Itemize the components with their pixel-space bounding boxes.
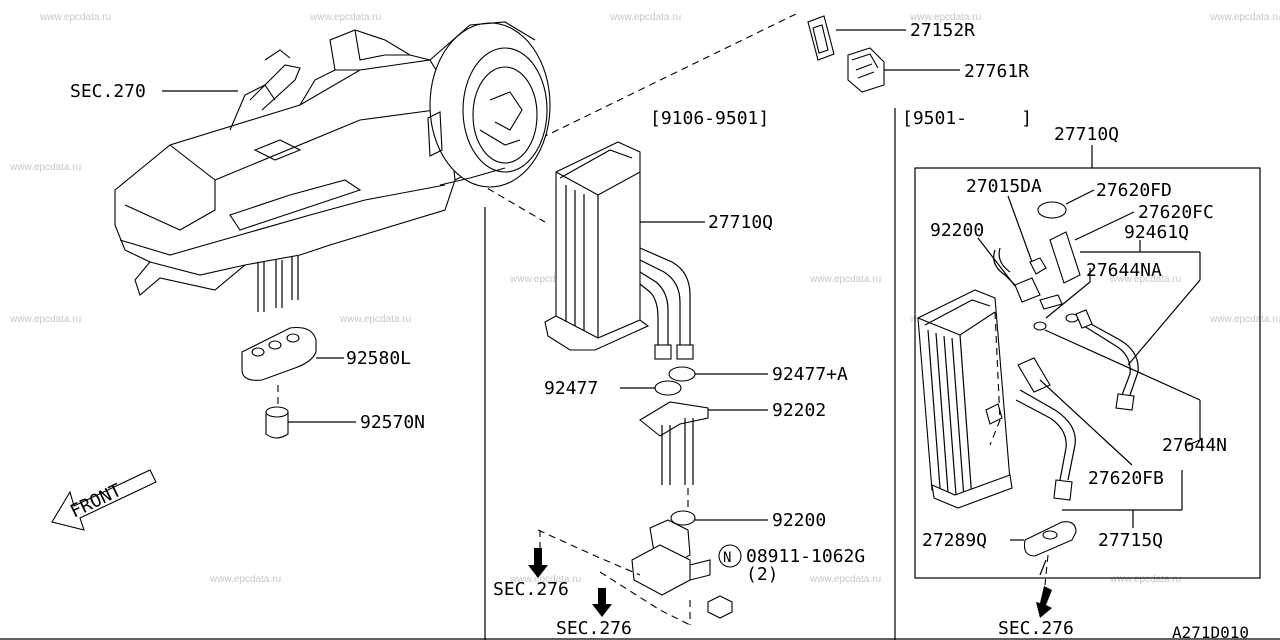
watermark: www.epcdata.ru: [1109, 574, 1181, 585]
part-qty-08911: (2): [746, 564, 779, 585]
part-label-08911[interactable]: 08911-1062G: [746, 546, 865, 567]
part-labels: SEC.270 27152R 27761R [9106-9501] 27710Q…: [67, 20, 1249, 640]
date-range-middle: [9106-9501]: [650, 108, 769, 129]
nut-08911: [707, 544, 742, 619]
part-label-92477A[interactable]: 92477+A: [772, 364, 848, 385]
part-label-92580L[interactable]: 92580L: [346, 348, 411, 369]
evaporator-assembly-27710Q: [917, 201, 1139, 586]
watermark: www.epcdata.ru: [909, 12, 981, 23]
watermark: www.epcdata.ru: [1109, 274, 1181, 285]
part-label-27761R[interactable]: 27761R: [964, 61, 1029, 82]
part-label-27715Q[interactable]: 27715Q: [1098, 530, 1163, 551]
watermarks: www.epcdata.ru www.epcdata.ru www.epcdat…: [9, 12, 1280, 585]
watermark: www.epcdata.ru: [809, 574, 881, 585]
date-range-right: [9501- ]: [902, 108, 1032, 129]
part-label-27644NA[interactable]: 27644NA: [1086, 260, 1162, 281]
section-ref-heater-unit[interactable]: SEC.270: [70, 81, 146, 102]
part-label-27710Q-right[interactable]: 27710Q: [1054, 124, 1119, 145]
leader-lines: [162, 29, 1201, 541]
section-ref-276-right[interactable]: SEC.276: [998, 618, 1074, 639]
part-label-27152R[interactable]: 27152R: [910, 20, 975, 41]
o-rings-92477: [654, 366, 696, 396]
diagram-id: A271D010: [1172, 623, 1249, 640]
section-ref-276-a[interactable]: SEC.276: [493, 579, 569, 600]
part-label-27289Q[interactable]: 27289Q: [922, 530, 987, 551]
watermark: www.epcdata.ru: [509, 574, 581, 585]
front-label: FRONT: [67, 480, 125, 523]
part-label-92477[interactable]: 92477: [544, 378, 598, 399]
part-label-27644N[interactable]: 27644N: [1162, 435, 1227, 456]
heater-unit-assembly: [114, 21, 551, 312]
heater-core-27710Q: [544, 141, 694, 360]
watermark: www.epcdata.ru: [9, 314, 81, 325]
hose-92570N: [265, 406, 289, 439]
part-label-92461Q[interactable]: 92461Q: [1124, 222, 1189, 243]
grommet-92580L: [241, 326, 317, 405]
part-label-92570N[interactable]: 92570N: [360, 412, 425, 433]
watermark: www.epcdata.ru: [9, 162, 81, 173]
part-label-27620FB[interactable]: 27620FB: [1088, 468, 1164, 489]
down-arrow-icon: [528, 548, 548, 578]
watermark: www.epcdata.ru: [309, 12, 381, 23]
section-ref-276-b[interactable]: SEC.276: [556, 618, 632, 639]
watermark: www.epcdata.ru: [809, 274, 881, 285]
part-label-27015DA[interactable]: 27015DA: [966, 176, 1042, 197]
watermark: www.epcdata.ru: [209, 574, 281, 585]
part-label-92200-right[interactable]: 92200: [930, 220, 984, 241]
gasket-27152R: [807, 15, 835, 61]
watermark: www.epcdata.ru: [1209, 12, 1280, 23]
part-label-27620FC[interactable]: 27620FC: [1138, 202, 1214, 223]
watermark: www.epcdata.ru: [39, 12, 111, 23]
watermark: www.epcdata.ru: [339, 314, 411, 325]
down-arrow-icon: [592, 588, 612, 617]
n-circle-label: N: [723, 550, 731, 566]
watermark: www.epcdata.ru: [509, 274, 581, 285]
part-label-92202[interactable]: 92202: [772, 400, 826, 421]
n-circle-icon: [718, 544, 742, 568]
part-label-27620FD[interactable]: 27620FD: [1096, 180, 1172, 201]
section-arrows: [528, 548, 1052, 618]
down-arrow-icon: [1036, 586, 1052, 618]
watermark: www.epcdata.ru: [1209, 314, 1280, 325]
front-arrow: [51, 469, 157, 531]
bracket-92202: [639, 401, 709, 515]
resistor-27761R: [847, 47, 885, 93]
part-label-27710Q-mid[interactable]: 27710Q: [708, 212, 773, 233]
part-label-92200-mid[interactable]: 92200: [772, 510, 826, 531]
water-valve-92200: [631, 510, 711, 625]
watermark: www.epcdata.ru: [609, 12, 681, 23]
